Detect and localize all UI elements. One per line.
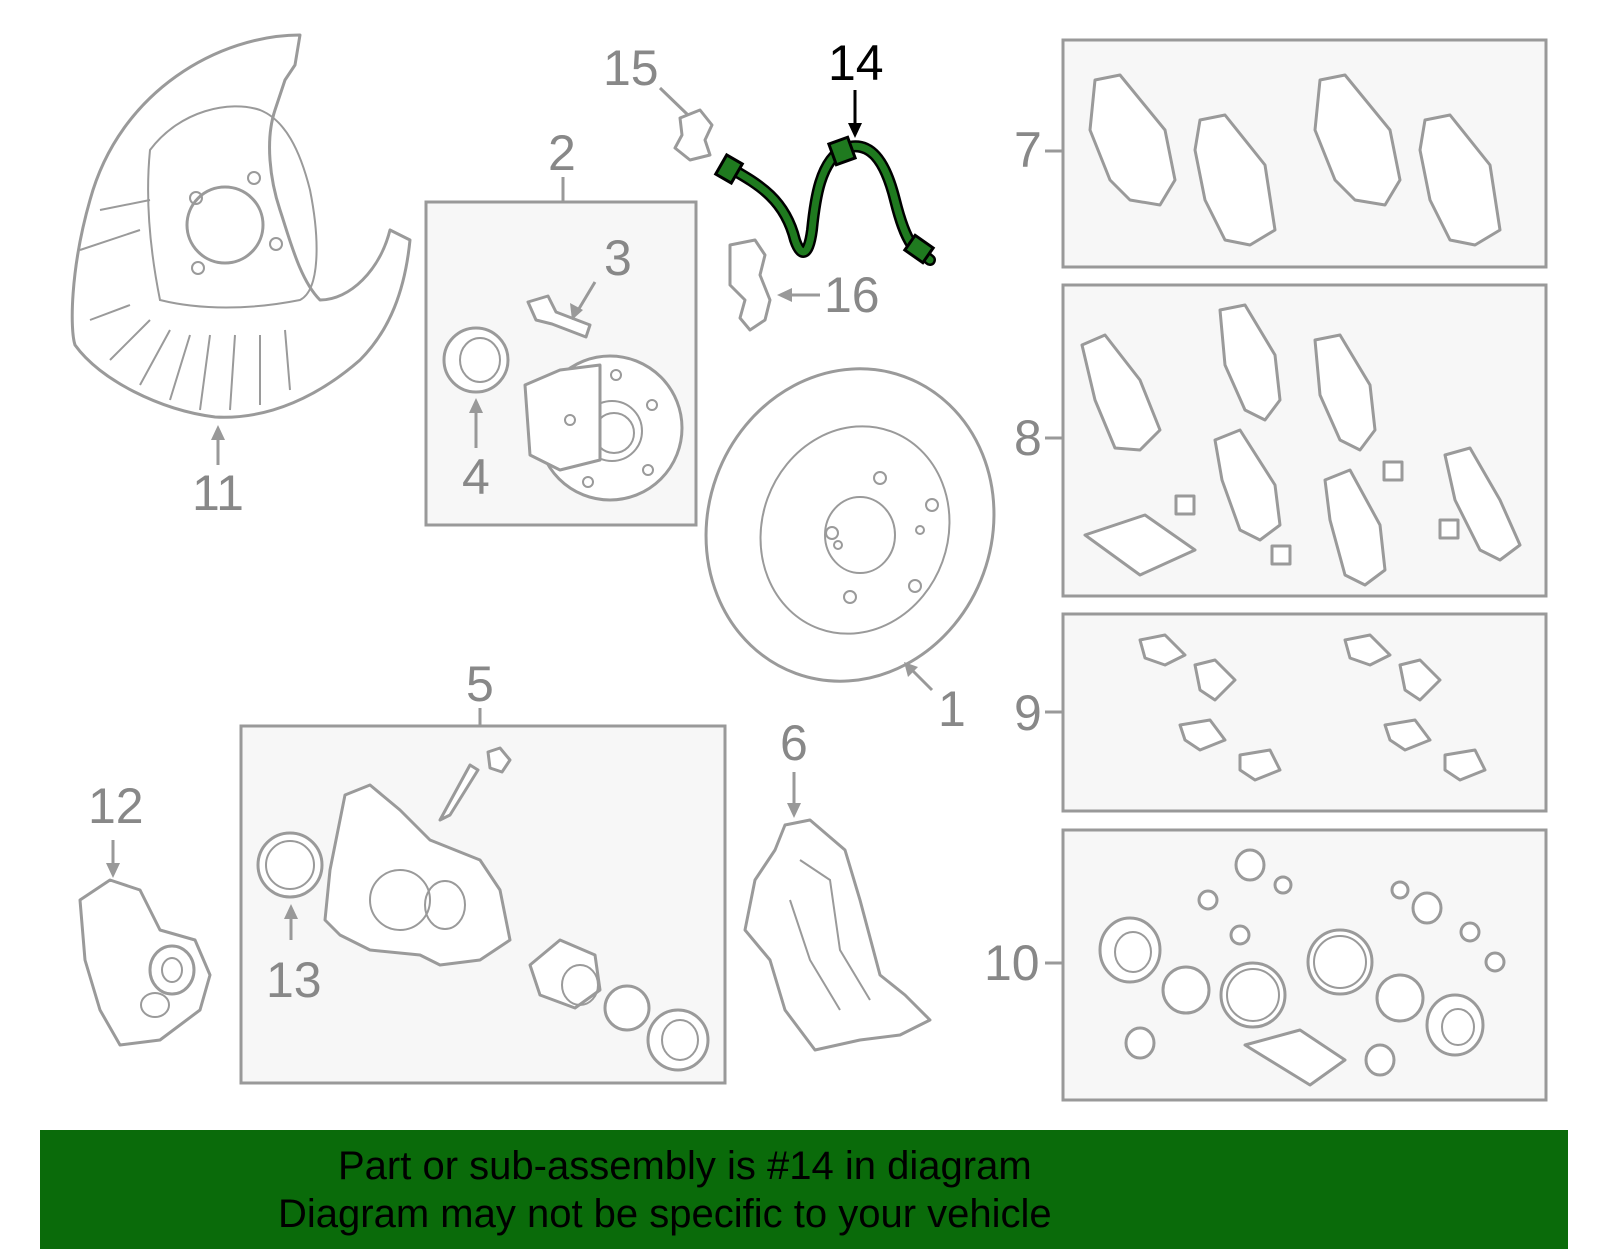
callout-16: 16	[824, 267, 880, 323]
dust-shield-part-11	[70, 33, 412, 419]
seal-part-13	[256, 831, 324, 899]
callout-4: 4	[462, 449, 490, 505]
callout-11: 11	[192, 465, 244, 521]
callout-3: 3	[604, 230, 632, 286]
footer-line-disclaimer: Diagram may not be specific to your vehi…	[278, 1191, 1052, 1236]
pad-clips-part-9	[1138, 633, 1487, 782]
callout-2: 2	[548, 125, 576, 181]
box-part-9	[1061, 612, 1548, 813]
piston-part-5	[528, 938, 602, 1010]
boot-part-5	[646, 1008, 710, 1072]
disc-rotor-part-1	[704, 367, 996, 683]
mounting-bracket-part-6	[743, 818, 932, 1052]
callout-10: 10	[984, 935, 1040, 991]
callout-1: 1	[938, 681, 966, 737]
brake-pads-part-7	[1088, 73, 1502, 247]
callout-13: 13	[266, 952, 322, 1008]
callout-8: 8	[1014, 410, 1042, 466]
callout-9: 9	[1014, 685, 1042, 741]
callout-14: 14	[828, 35, 884, 91]
callout-5: 5	[466, 656, 494, 712]
footer-banner: Part or sub-assembly is #14 in diagram D…	[40, 1130, 1568, 1249]
guide-pin-part-5	[438, 746, 512, 822]
pad-kit-part-8	[1080, 303, 1522, 587]
seal-kit-part-10	[1098, 848, 1506, 1087]
caliper-body-part-5	[323, 783, 512, 967]
clip-part-15	[673, 108, 714, 162]
callout-7: 7	[1014, 122, 1042, 178]
callout-6: 6	[780, 715, 808, 771]
callout-15: 15	[603, 40, 659, 96]
callout-12: 12	[88, 778, 144, 834]
brake-hose-part-14	[713, 135, 936, 266]
hub-part-2	[523, 354, 684, 502]
bracket-part-16	[728, 238, 772, 332]
brake-parts-diagram: 1 2 3 4 5 6 7 8 9 10 11 12 13 14 15 16	[70, 33, 1548, 1102]
footer-line-part-number: Part or sub-assembly is #14 in diagram	[338, 1143, 1032, 1188]
bearing-part-4	[442, 326, 510, 394]
caliper-part-12	[78, 878, 212, 1047]
bolt-part-3	[526, 294, 592, 339]
piston-seal-part-5	[603, 984, 651, 1032]
